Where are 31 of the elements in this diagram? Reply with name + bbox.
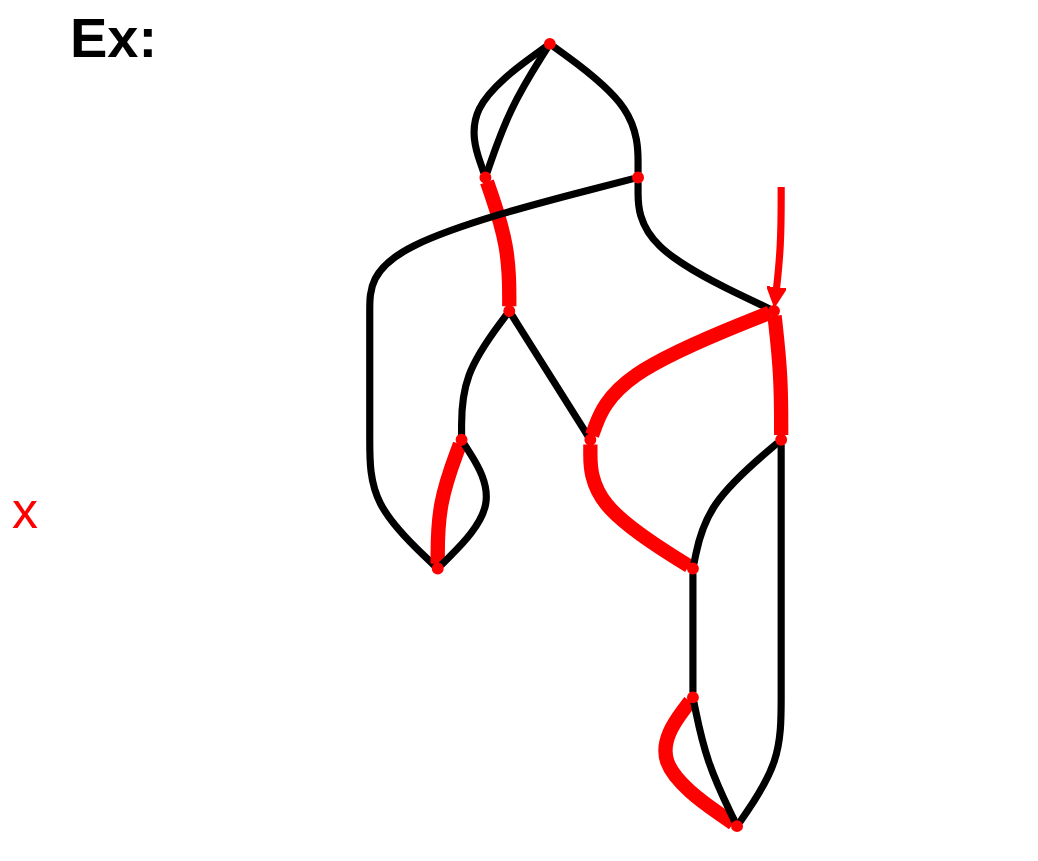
node-circle [632,171,645,184]
connector [767,314,789,435]
node-circle [503,305,516,317]
arrow [766,186,788,308]
connector [366,175,635,568]
connector [585,306,773,438]
node-circle [479,171,492,184]
node-circle [775,433,788,446]
node-circle [686,562,699,575]
node-circle [768,305,780,317]
connector [658,696,738,830]
connector [583,444,693,573]
connector [551,43,642,173]
connector [508,313,591,438]
node-circle [455,433,468,446]
connector [690,701,739,824]
connector [438,441,490,568]
connector [480,179,517,307]
node-circle [584,433,597,446]
connector [430,441,467,564]
node-circle [731,820,743,833]
title: Ex: [70,5,158,70]
connector [736,444,785,825]
connector [689,573,697,693]
connector [690,440,780,565]
note-label: x [12,480,38,540]
node-circle [543,37,556,50]
connector [458,312,510,435]
node-circle [431,562,444,575]
connector [470,43,549,175]
node-circle [686,691,699,704]
